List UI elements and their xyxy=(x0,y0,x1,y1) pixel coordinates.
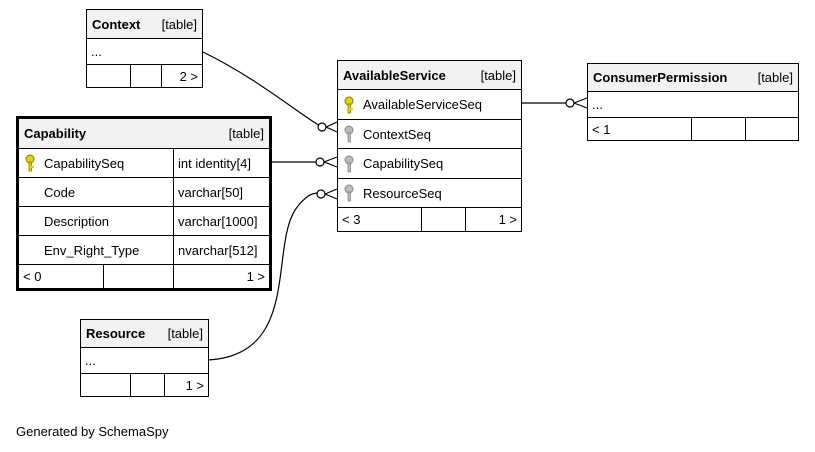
column-name: AvailableServiceSeq xyxy=(363,97,482,112)
table-row: Code varchar[50] xyxy=(19,178,269,207)
table-name: ConsumerPermission xyxy=(593,70,728,85)
table-type: [table] xyxy=(228,126,264,141)
column-type: varchar[50] xyxy=(173,178,269,206)
table-name: Resource xyxy=(86,326,146,341)
column-name: Description xyxy=(44,213,110,229)
column-name: Env_Right_Type xyxy=(44,242,140,258)
footer-rows xyxy=(130,374,164,396)
table-footer: < 1 xyxy=(588,118,798,140)
column-name: ResourceSeq xyxy=(363,185,442,201)
footer-children: 2 > xyxy=(161,65,202,87)
column-type: nvarchar[512] xyxy=(173,236,269,264)
table-consumer-permission[interactable]: ConsumerPermission [table] ... < 1 xyxy=(587,63,799,141)
footer-children: 1 > xyxy=(164,374,208,396)
primary-key-icon xyxy=(25,154,35,172)
link-consumer-crowfoot xyxy=(573,97,588,109)
table-row: Env_Right_Type nvarchar[512] xyxy=(19,236,269,265)
footer-parents xyxy=(81,374,130,396)
table-row: ... xyxy=(81,348,208,374)
footer-parents xyxy=(87,65,130,87)
column-placeholder: ... xyxy=(85,353,96,368)
table-name: Capability xyxy=(24,126,87,141)
foreign-key-icon xyxy=(344,155,354,172)
table-row: ResourceSeq xyxy=(338,179,521,208)
table-name: Context xyxy=(92,16,141,32)
link-resource-crowfoot xyxy=(324,188,338,200)
link-consumer-zero-marker xyxy=(565,98,575,108)
table-row: CapabilitySeq xyxy=(338,149,521,179)
table-header: Context [table] xyxy=(87,10,202,39)
table-type: [table] xyxy=(161,16,197,32)
table-type: [table] xyxy=(167,326,203,341)
table-footer: 1 > xyxy=(81,374,208,396)
table-header: Capability [table] xyxy=(19,119,269,149)
primary-key-icon xyxy=(344,96,354,113)
table-name: AvailableService xyxy=(343,67,446,83)
column-name: ContextSeq xyxy=(363,126,431,142)
table-footer: 2 > xyxy=(87,65,202,87)
column-type: int identity[4] xyxy=(173,149,269,177)
table-type: [table] xyxy=(480,67,516,83)
column-placeholder: ... xyxy=(91,44,102,59)
table-header: Resource [table] xyxy=(81,320,208,348)
column-placeholder: ... xyxy=(592,97,603,112)
footer-rows xyxy=(103,265,173,288)
footer-parents: < 0 xyxy=(23,269,42,284)
table-row: CapabilitySeq int identity[4] xyxy=(19,149,269,178)
footer-children: 1 > xyxy=(465,208,521,231)
footer-children: 1 > xyxy=(173,265,269,288)
footer-rows xyxy=(691,118,745,140)
table-row: ... xyxy=(588,92,798,118)
footer-rows xyxy=(130,65,161,87)
link-capability-crowfoot xyxy=(323,156,338,168)
footer-children xyxy=(745,118,798,140)
table-row: AvailableServiceSeq xyxy=(338,90,521,120)
column-name: CapabilitySeq xyxy=(363,156,444,171)
foreign-key-icon xyxy=(344,125,354,143)
foreign-key-icon xyxy=(344,184,354,202)
column-type: varchar[1000] xyxy=(173,207,269,235)
link-context xyxy=(202,51,323,128)
table-footer: < 3 1 > xyxy=(338,208,521,231)
table-header: AvailableService [table] xyxy=(338,61,521,90)
table-context[interactable]: Context [table] ... 2 > xyxy=(86,9,203,88)
footer-parents: < 1 xyxy=(592,121,611,137)
footer-rows xyxy=(421,208,465,231)
link-resource xyxy=(207,192,319,361)
table-available-service[interactable]: AvailableService [table] AvailableServic… xyxy=(337,60,522,232)
table-capability[interactable]: Capability [table] CapabilitySeq int ide… xyxy=(16,116,272,291)
table-resource[interactable]: Resource [table] ... 1 > xyxy=(80,319,209,397)
link-context-zero-marker xyxy=(317,122,327,132)
generated-by-credit: Generated by SchemaSpy xyxy=(16,424,169,439)
column-name: CapabilitySeq xyxy=(44,155,125,171)
table-footer: < 0 1 > xyxy=(19,265,269,288)
footer-parents: < 3 xyxy=(342,212,361,227)
link-capability-zero-marker xyxy=(315,157,325,167)
link-resource-zero-marker xyxy=(316,189,326,199)
table-row: ContextSeq xyxy=(338,120,521,149)
table-row: Description varchar[1000] xyxy=(19,207,269,236)
link-context-crowfoot xyxy=(325,121,338,133)
table-row: ... xyxy=(87,39,202,65)
column-name: Code xyxy=(44,184,76,200)
table-header: ConsumerPermission [table] xyxy=(588,64,798,92)
table-type: [table] xyxy=(757,70,793,85)
